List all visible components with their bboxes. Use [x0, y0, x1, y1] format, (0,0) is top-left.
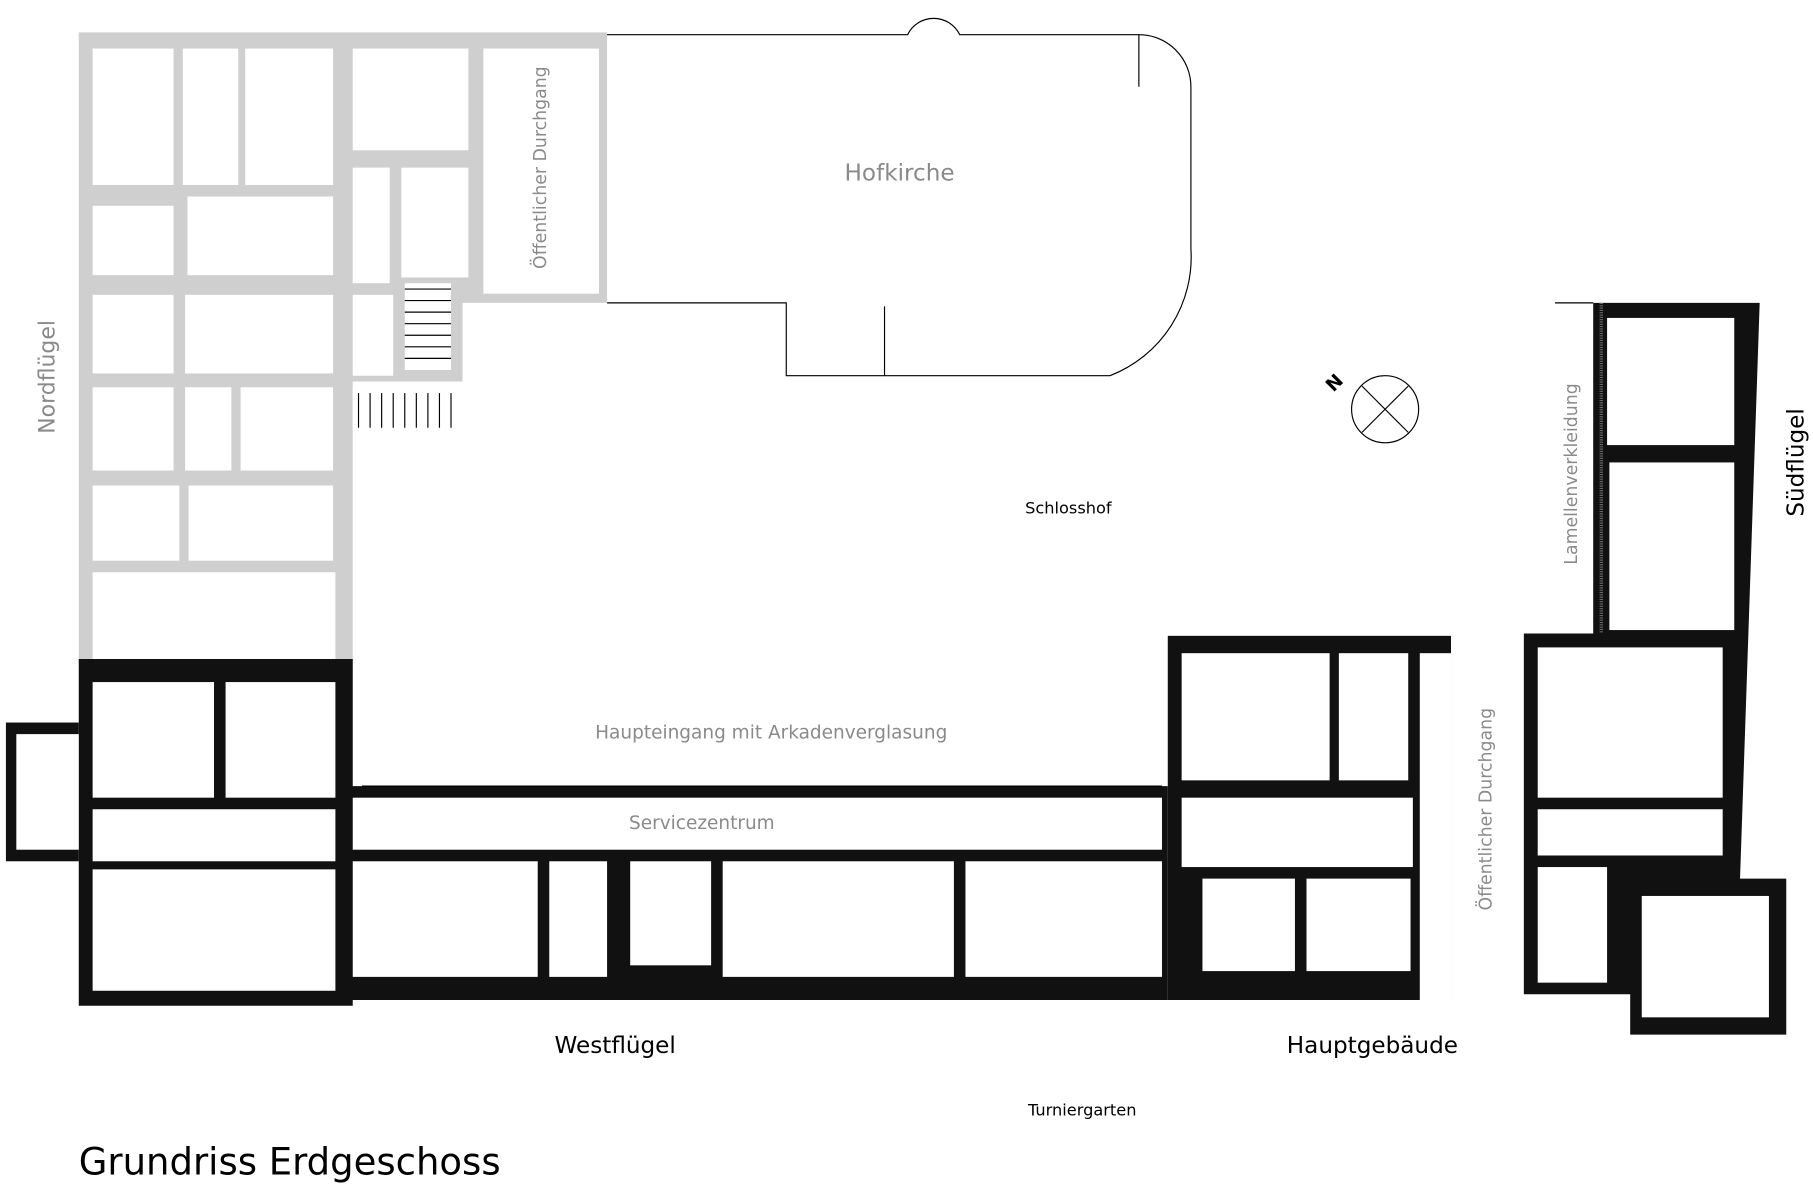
label-hofkirche: Hofkirche — [845, 160, 955, 186]
label-turniergarten: Turniergarten — [1027, 1101, 1136, 1120]
label-suedfluegel: Südflügel — [1784, 408, 1810, 516]
label-hauptgebaeude: Hauptgebäude — [1287, 1033, 1458, 1059]
west-wing — [5, 658, 1168, 1006]
label-westfluegel: Westflügel — [555, 1033, 676, 1059]
label-servicezentrum: Servicezentrum — [629, 813, 775, 834]
label-schlosshof: Schlosshof — [1025, 498, 1112, 517]
label-durchgang-north: Öffentlicher Durchgang — [529, 66, 551, 269]
label-nordfluegel: Nordflügel — [35, 320, 60, 434]
south-wing — [1523, 302, 1787, 1035]
main-building — [1167, 635, 1452, 1000]
north-arrow-icon — [1351, 375, 1420, 444]
label-lamellen: Lamellenverkleidung — [1562, 383, 1582, 564]
north-wing — [78, 32, 608, 665]
label-haupteingang: Haupteingang mit Arkadenverglasung — [595, 723, 947, 744]
plan-title: Grundriss Erdgeschoss — [79, 1141, 501, 1184]
north-arrow-label: N — [1322, 370, 1348, 396]
label-durchgang-main: Öffentlicher Durchgang — [1474, 708, 1496, 911]
hofkirche-outline — [607, 17, 1192, 377]
